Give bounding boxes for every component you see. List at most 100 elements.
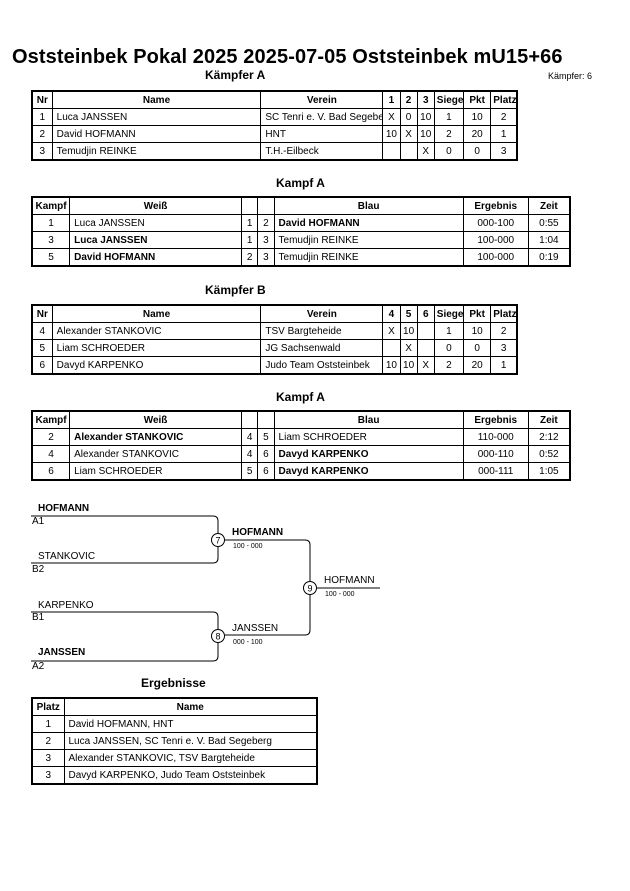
place-cell: 1 [31,715,65,733]
table-cell: 2 [31,125,53,143]
white-fighter-cell: Luca JANSSEN [69,231,242,249]
time-cell: 1:05 [527,462,571,481]
table-cell: 0 [463,339,492,357]
table-cell: X [416,142,435,161]
pool-a-heading: Kämpfer A [205,68,266,82]
table-cell [416,339,435,357]
bracket-lines [31,515,380,662]
col-name: Name [63,697,318,716]
match-8-winner: JANSSEN [232,623,279,634]
result-name-cell: Davyd KARPENKO, Judo Team Oststeinbek [63,766,318,785]
fighter-count: Kämpfer: 6 [548,71,593,81]
results-heading: Ergebnisse [141,676,206,690]
match-7-number: 7 [215,536,220,546]
fights-b-heading: Kampf A [276,390,325,404]
club-cell: T.H.-Eilbeck [260,142,384,161]
table-cell: 6 [31,356,53,375]
result-cell: 100-000 [462,231,529,249]
match-8-marker: 8 [211,629,225,643]
results-header-row: Platz Name [31,697,318,716]
entrant-4-name: JANSSEN [38,647,86,658]
white-fighter-cell: Liam SCHROEDER [69,462,242,481]
result-cell: 100-000 [462,248,529,267]
table-cell: X [399,125,418,143]
entrant-3-seed: B1 [32,612,45,623]
time-cell: 0:52 [527,445,571,463]
match-8-score: 000 - 100 [233,639,263,646]
place-cell: 3 [31,766,65,785]
blue-fighter-cell: Davyd KARPENKO [273,462,464,481]
col-siege: Siege [433,90,465,109]
table-cell: 3 [31,142,53,161]
blue-fighter-cell: Temudjin REINKE [273,248,464,267]
white-fighter-cell: David HOFMANN [69,248,242,267]
white-nr-cell: 4 [240,445,259,463]
place-cell: 2 [31,732,65,750]
entrant-2-seed: B2 [32,564,45,575]
table-cell: 1 [490,356,518,375]
entrant-1-name: HOFMANN [38,503,90,514]
result-name-cell: David HOFMANN, HNT [63,715,318,733]
fights-a-heading: Kampf A [276,176,325,190]
table-cell: 3 [490,339,518,357]
page-title: Oststeinbek Pokal 2025 2025-07-05 Ostste… [12,46,563,68]
table-cell: 2 [433,125,465,143]
table-cell: X [416,356,435,375]
pool-b-heading: Kämpfer B [205,283,266,297]
match-7-score: 100 - 000 [233,543,263,550]
blue-fighter-cell: Temudjin REINKE [273,231,464,249]
table-cell: 10 [416,125,435,143]
blue-nr-cell: 6 [257,462,275,481]
entrant-2-name: STANKOVIC [38,551,96,562]
match-7-marker: 7 [211,533,225,547]
entrant-1-seed: A1 [32,516,45,527]
table-cell: 5 [31,339,53,357]
col-zeit: Zeit [527,196,571,215]
blue-nr-cell: 3 [257,248,275,267]
blue-nr-cell: 3 [257,231,275,249]
result-cell: 000-110 [462,445,529,463]
table-cell: 1 [490,125,518,143]
match-9-marker: 9 [303,581,317,595]
col-platz: Platz [31,697,65,716]
match-9-winner: HOFMANN [324,575,375,586]
entrant-4-seed: A2 [32,661,45,672]
time-cell: 0:19 [527,248,571,267]
result-name-cell: Alexander STANKOVIC, TSV Bargteheide [63,749,318,767]
match-8-number: 8 [215,632,220,642]
table-cell: 3 [490,142,518,161]
blue-nr-cell: 6 [257,445,275,463]
match-9-number: 9 [307,584,312,594]
match-9-score: 100 - 000 [325,591,355,598]
white-nr-cell: 2 [240,248,259,267]
result-name-cell: Luca JANSSEN, SC Tenri e. V. Bad Segeber… [63,732,318,750]
time-cell: 1:04 [527,231,571,249]
result-cell: 000-111 [462,462,529,481]
match-7-winner: HOFMANN [232,527,284,538]
fight-number-cell: 6 [31,462,71,481]
white-nr-cell: 5 [240,462,259,481]
place-cell: 3 [31,749,65,767]
col-nr: Nr [31,90,53,109]
entrant-3-name: KARPENKO [38,600,94,611]
